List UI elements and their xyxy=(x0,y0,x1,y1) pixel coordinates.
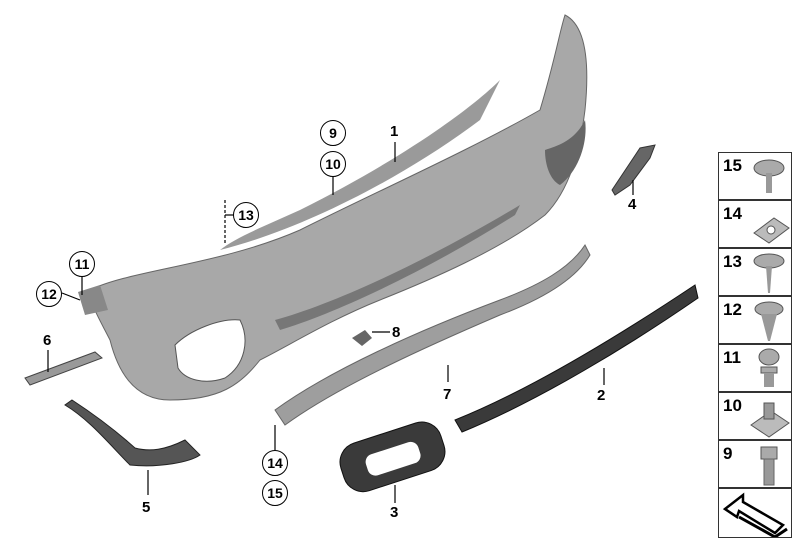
fastener-14: 14 xyxy=(718,200,792,248)
callout-2: 2 xyxy=(597,387,606,404)
fastener-15: 15 xyxy=(718,152,792,200)
direction-arrow-box xyxy=(718,488,792,538)
part-8-clip xyxy=(352,330,372,346)
fastener-12: 12 xyxy=(718,296,792,344)
clip-nut-icon xyxy=(753,217,790,244)
fastener-10: 10 xyxy=(718,392,792,440)
expansion-rivet-icon xyxy=(754,301,784,341)
speed-nut-icon xyxy=(750,402,790,438)
callout-5: 5 xyxy=(142,499,151,516)
callout-3: 3 xyxy=(390,504,399,521)
bumper-slot xyxy=(275,205,520,330)
hex-bolt-icon xyxy=(760,446,778,486)
part-6-trim xyxy=(24,351,103,386)
leader-lines xyxy=(47,142,634,503)
part-5-trim xyxy=(64,399,201,467)
part-2-grille xyxy=(454,284,699,433)
callout-8: 8 xyxy=(392,324,401,341)
fastener-11: 11 xyxy=(718,344,792,392)
part-7-spoiler xyxy=(274,243,591,426)
clip-screw-icon xyxy=(758,348,780,387)
direction-arrow-icon xyxy=(722,492,788,537)
callout-9: 9 xyxy=(320,120,346,146)
callout-10: 10 xyxy=(320,151,346,177)
pan-screw-icon xyxy=(753,253,785,293)
callout-6: 6 xyxy=(43,332,52,349)
fog-opening-right xyxy=(545,120,586,185)
fastener-9: 9 xyxy=(718,440,792,488)
bumper-cover xyxy=(89,14,588,401)
callout-11: 11 xyxy=(69,251,95,277)
callout-13: 13 xyxy=(233,202,259,228)
callout-4: 4 xyxy=(628,196,637,213)
bracket-left xyxy=(78,285,108,315)
callout-15: 15 xyxy=(262,480,288,506)
callout-14: 14 xyxy=(262,450,288,476)
callout-12: 12 xyxy=(36,281,62,307)
fastener-13: 13 xyxy=(718,248,792,296)
screw-washer-icon xyxy=(753,159,785,193)
fog-opening-left xyxy=(174,319,246,382)
callout-7: 7 xyxy=(443,386,452,403)
callout-1: 1 xyxy=(390,123,399,140)
part-4 xyxy=(611,144,656,196)
